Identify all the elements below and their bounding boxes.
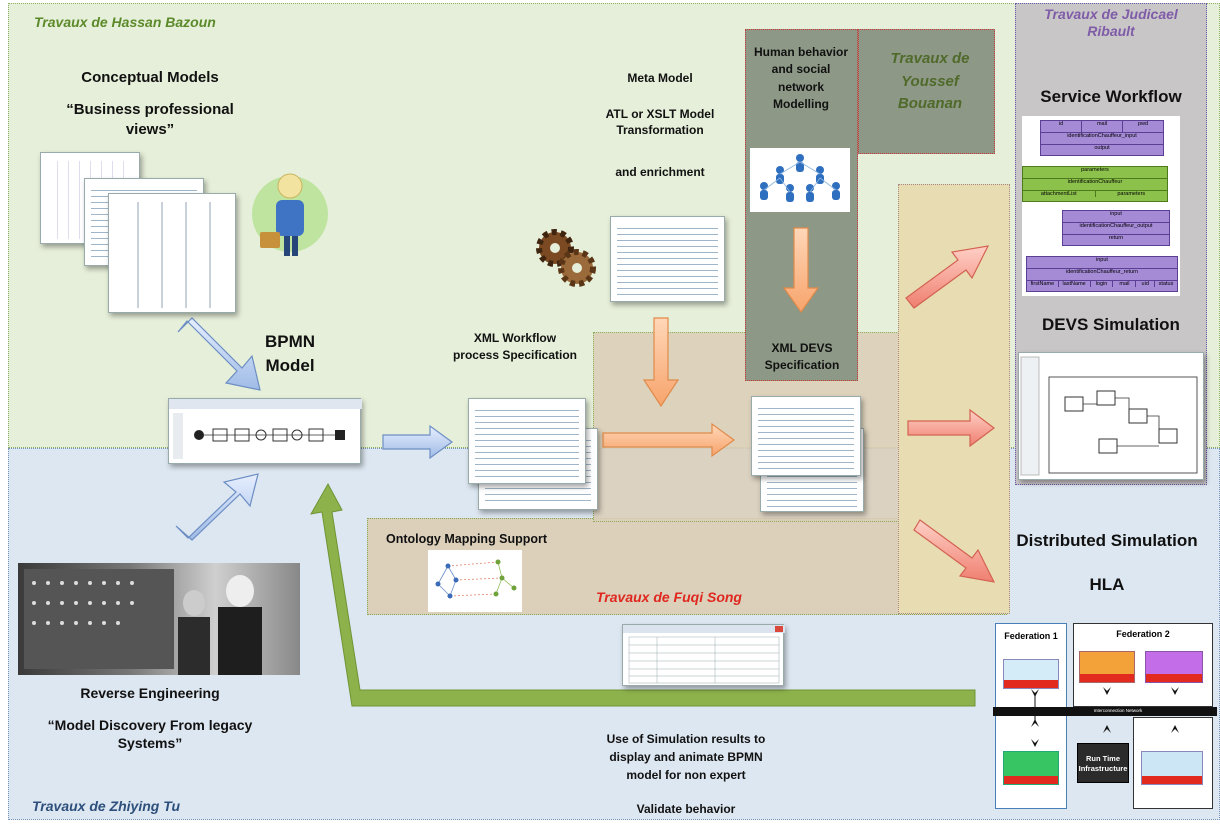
wf-r12f: status [1158,281,1174,287]
arrow-to-distributed [913,519,996,583]
devs-simulation-label: DEVS Simulation [1042,315,1180,334]
wf-r12a: firstName [1027,281,1059,287]
zone-title-hassan: Travaux de Hassan Bazoun [34,14,216,30]
bpmn-screenshot [168,398,362,464]
bpmn-model-label: BPMN Model [264,332,316,375]
xml-devs-label: XML DEVS Specification [764,341,840,373]
wf-field-2: mail [1082,121,1123,132]
wf-r8: identificationChauffeur_output [1063,223,1169,235]
arrow-xml-to-devs [602,422,736,458]
wf-r12e: uid [1136,281,1156,287]
rti-label: Run Time Infrastructure [1078,754,1128,773]
ontology-label: Ontology Mapping Support [386,532,548,546]
zone-title-zhiying: Travaux de Zhiying Tu [32,798,181,814]
arrow-bpmn-to-xml [382,424,454,460]
interconnection-network-label: Interconnection Network [1093,708,1143,713]
rti-box: Run Time Infrastructure [1077,743,1129,783]
enrichment-label: and enrichment [615,165,705,179]
meta-model-label: Meta Model [627,71,693,85]
zone-title-judicael: Travaux de Judicael Ribault [1044,6,1178,39]
hla-diagram: Federation 1 Federation 2 Interconnectio… [993,623,1217,813]
simulation-results-window [622,624,785,686]
zone-title-fuqi: Travaux de Fuqi Song [596,589,742,605]
atl-label: ATL or XSLT Model Transformation [605,107,715,137]
federate-green [1003,751,1059,785]
conceptual-models-label: Conceptual Models [81,69,219,86]
wf-field-3: pwd [1137,121,1149,127]
legacy-systems-photo [18,563,300,675]
ontology-mapping-icon [428,550,522,612]
reverse-engineering-label: Reverse Engineering [80,685,220,701]
federation-1-title: Federation 1 [1004,631,1058,641]
federate-white [1003,659,1059,689]
federate-orange [1079,651,1135,683]
wf-r7: input [1063,211,1169,223]
youssef-zone-tab [858,29,995,154]
orange-column [898,184,1010,614]
xml-workflow-screenshot [468,398,586,484]
federation-2-title: Federation 2 [1116,629,1170,639]
arrow-conceptual-to-bpmn [177,317,261,391]
service-workflow-diagram: id mail pwd identificationChauffeur_inpu… [1022,116,1180,296]
xml-workflow-label: XML Workflow process Specification [452,331,578,363]
use-of-results-label: Use of Simulation results to display and… [606,732,766,782]
distributed-simulation-label: Distributed Simulation [1016,531,1198,550]
wf-r12d: mail [1113,281,1137,287]
conceptual-screenshot-3 [108,193,236,313]
federate-purple [1145,651,1203,683]
devs-simulation-screenshot [1018,352,1204,480]
meta-model-screenshot [610,216,725,302]
wf-r6b: parameters [1117,191,1146,197]
arrow-to-devs-simulation [907,408,995,448]
wf-r12c: login [1091,281,1114,287]
wf-r11: identificationChauffeur_return [1027,269,1177,281]
interconnection-network-bar [993,707,1217,716]
model-discovery-label: “Model Discovery From legacy Systems” [47,717,253,752]
wf-field-1: id [1041,121,1082,132]
wf-r10: input [1027,257,1177,269]
wf-r2: identificationChauffeur_input [1041,133,1163,145]
gears-icon [533,226,599,288]
arrow-meta-down [642,317,680,408]
arrow-human-down [782,227,820,314]
human-behavior-label: Human behavior and social network Modell… [753,45,849,112]
hla-connectors [1031,687,1179,747]
federate-blue [1141,751,1203,785]
xml-devs-screenshot [751,396,861,476]
hla-label: HLA [1089,575,1125,594]
arrow-to-service-workflow [905,245,990,309]
zone-title-youssef: Travaux de Youssef Bouanan [890,50,970,112]
validate-behavior-label: Validate behavior [636,802,736,816]
wf-r3: output [1094,145,1110,151]
arrow-feedback [310,482,976,707]
social-network-icon [750,148,850,212]
wf-r4: parameters [1023,167,1167,179]
service-workflow-label: Service Workflow [1040,87,1182,106]
business-views-label: “Business professional views” [66,101,234,138]
wf-r9: return [1108,235,1124,241]
wf-r12b: lastName [1059,281,1091,287]
wf-r5: identificationChauffeur [1023,179,1167,191]
wf-r6a: attachmentList [1023,191,1096,197]
arrow-reverse-to-bpmn [175,473,259,541]
business-person-icon [250,162,334,260]
